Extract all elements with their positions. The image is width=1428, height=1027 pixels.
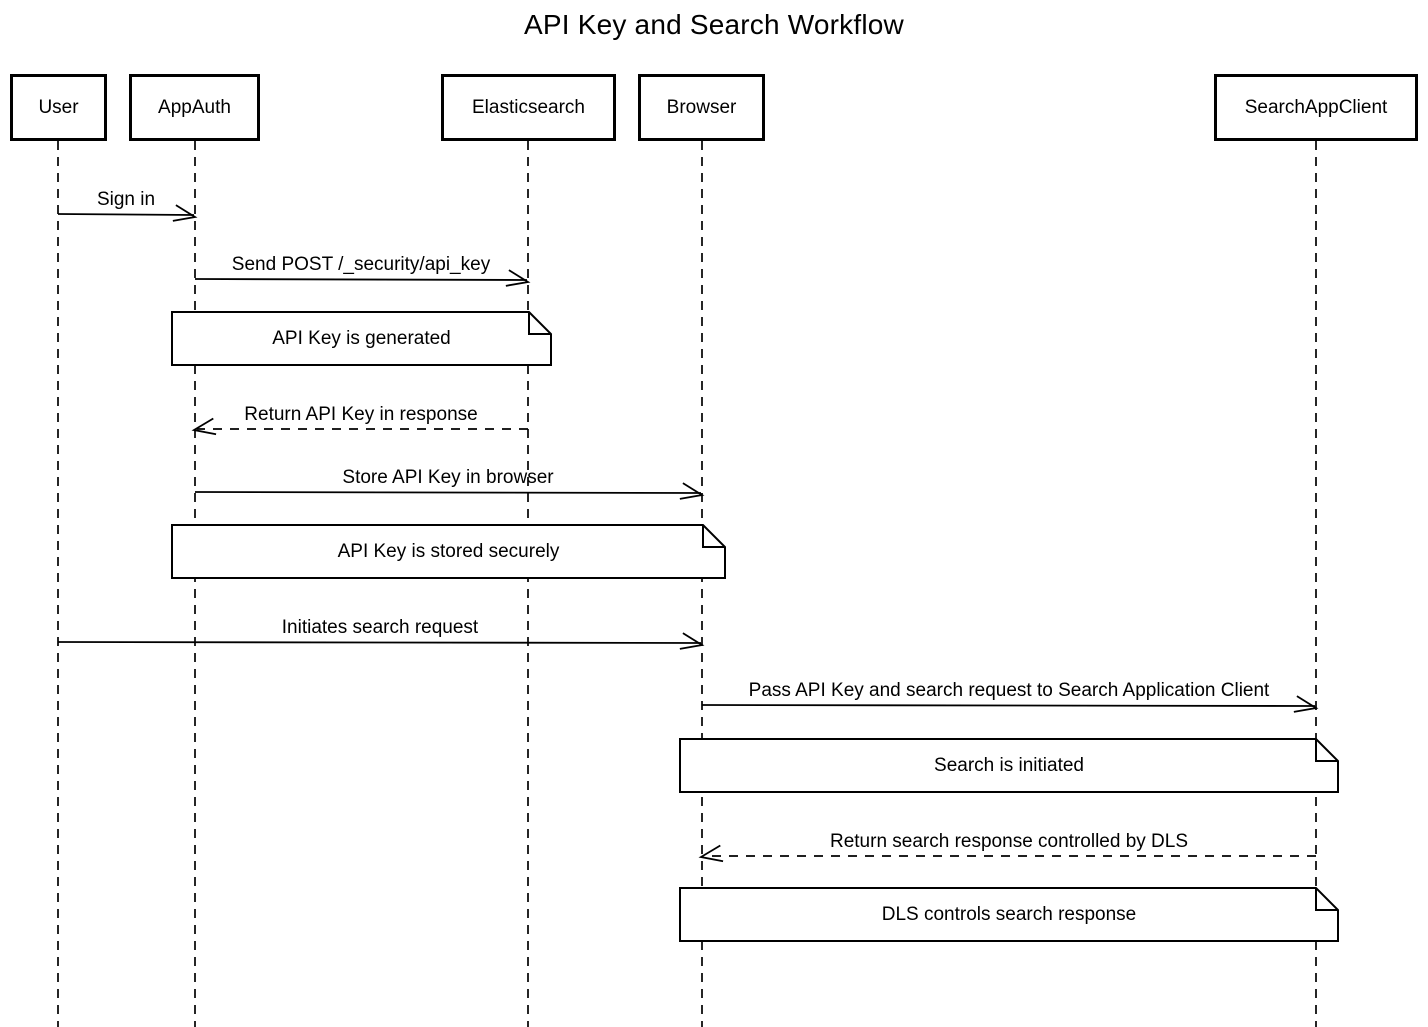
- message-line: [701, 704, 1316, 707]
- message-label-sign-in: Sign in: [96, 189, 156, 210]
- message-arrow-return-api-key: [191, 417, 528, 436]
- actor-box-browser: Browser: [638, 74, 765, 141]
- note-search-initiated: [679, 738, 1339, 793]
- message-label-store-api-key: Store API Key in browser: [342, 467, 554, 488]
- message-line: [194, 278, 528, 281]
- note-dls-controls: [679, 887, 1339, 942]
- note-label-api-key-stored: API Key is stored securely: [337, 540, 560, 562]
- message-arrow-return-search-response: [698, 844, 1316, 863]
- actor-box-searchappclient: SearchAppClient: [1214, 74, 1418, 141]
- arrowhead-right: [172, 204, 198, 222]
- message-arrow-store-api-key: [194, 482, 705, 500]
- arrowhead-left: [191, 417, 217, 436]
- note-label-search-initiated: Search is initiated: [934, 754, 1084, 776]
- actor-label-appauth: AppAuth: [158, 96, 231, 118]
- message-arrow-pass-api-key: [701, 695, 1319, 713]
- actor-label-browser: Browser: [666, 96, 737, 118]
- note-label-dls-controls: DLS controls search response: [881, 903, 1137, 925]
- arrowhead-right: [679, 482, 705, 500]
- note-label-api-key-generated: API Key is generated: [272, 327, 451, 349]
- message-arrow-sign-in: [57, 204, 198, 222]
- arrowhead-right: [505, 269, 531, 287]
- actor-label-elasticsearch: Elasticsearch: [472, 96, 585, 118]
- note-api-key-generated: [171, 311, 552, 366]
- note-fold-corner: [528, 312, 551, 335]
- diagram-title: API Key and Search Workflow: [524, 9, 904, 40]
- note-fold-corner: [1315, 739, 1338, 762]
- message-arrow-initiates-search: [57, 632, 705, 650]
- note-fold-corner: [1315, 888, 1338, 911]
- actor-box-user: User: [10, 74, 107, 141]
- note-shape: [171, 311, 552, 366]
- message-arrow-send-post: [194, 269, 531, 287]
- note-shape: [679, 738, 1339, 793]
- note-fold-corner: [702, 525, 725, 548]
- message-line: [57, 213, 195, 216]
- message-label-initiates-search: Initiates search request: [281, 617, 479, 638]
- arrowhead-left: [698, 844, 724, 863]
- actor-box-appauth: AppAuth: [129, 74, 260, 141]
- message-label-send-post: Send POST /_security/api_key: [231, 254, 491, 275]
- note-shape: [679, 887, 1339, 942]
- message-line: [57, 641, 702, 644]
- actor-label-user: User: [38, 96, 79, 118]
- arrowhead-right: [679, 632, 705, 650]
- note-shape: [171, 524, 726, 579]
- actor-label-searchappclient: SearchAppClient: [1244, 96, 1388, 118]
- message-label-pass-api-key: Pass API Key and search request to Searc…: [748, 680, 1270, 701]
- message-line: [194, 491, 702, 494]
- arrowhead-right: [1293, 695, 1319, 713]
- note-api-key-stored: [171, 524, 726, 579]
- message-label-return-api-key: Return API Key in response: [244, 404, 478, 425]
- actor-box-elasticsearch: Elasticsearch: [441, 74, 616, 141]
- message-label-return-search-response: Return search response controlled by DLS: [829, 831, 1189, 852]
